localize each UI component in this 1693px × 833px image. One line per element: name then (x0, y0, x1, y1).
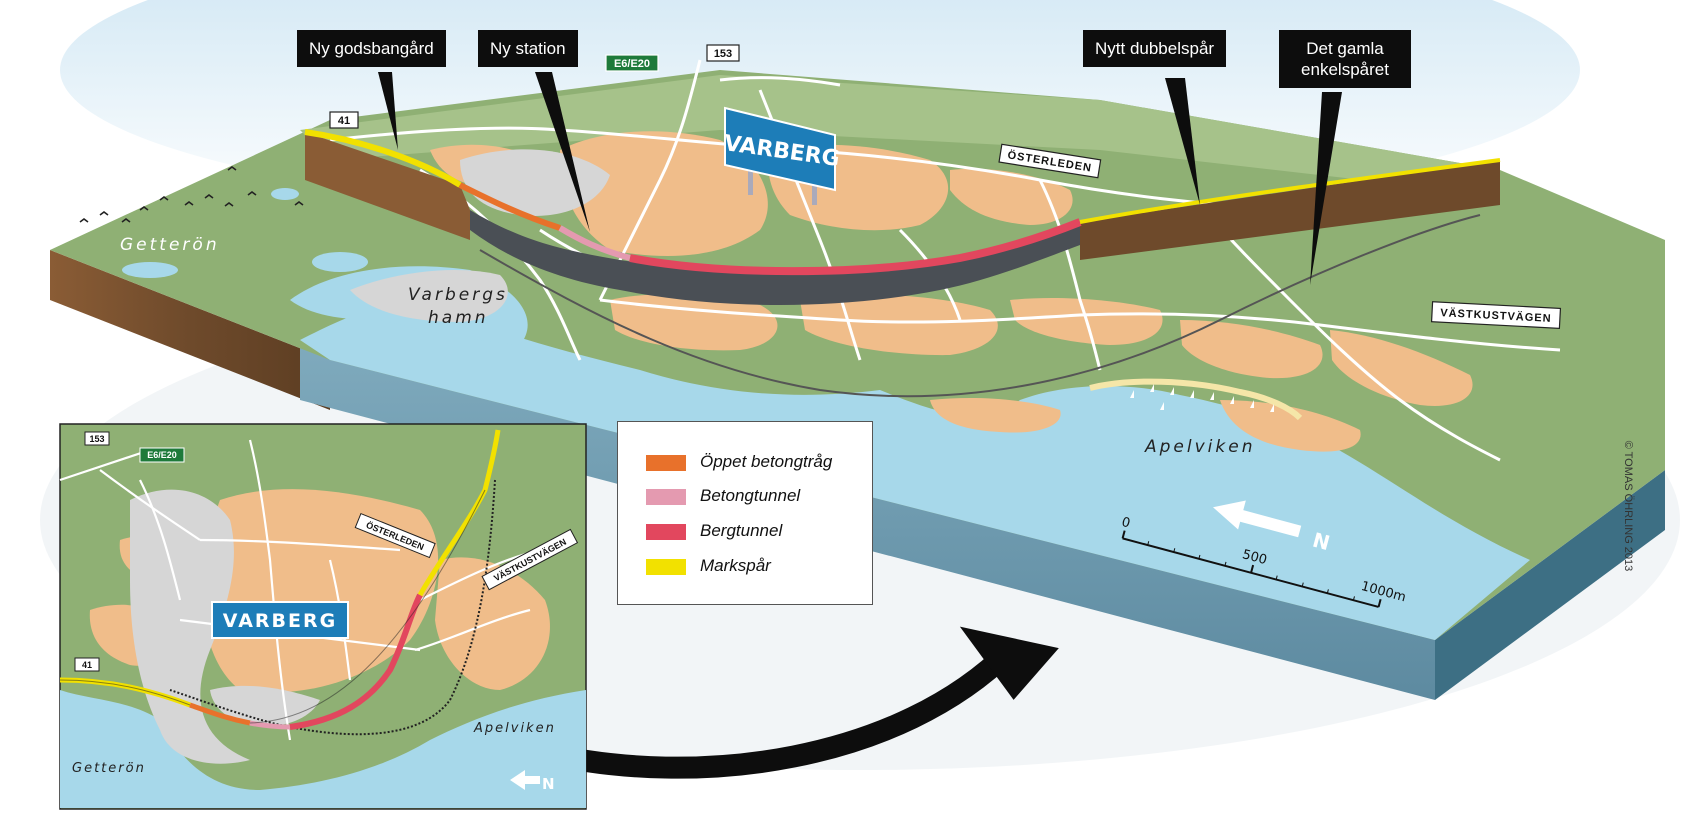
svg-text:41: 41 (82, 660, 92, 670)
legend-label: Öppet betongtråg (700, 452, 833, 471)
inset-label-apelviken: Apelviken (473, 721, 556, 736)
svg-text:153: 153 (714, 48, 732, 60)
inset-sign-41: 41 (74, 657, 100, 672)
inset-sign-153: 153 (84, 431, 110, 446)
legend: Öppet betongtråg Betongtunnel Bergtunnel… (617, 421, 873, 605)
inset-north-arrow: N (510, 770, 555, 793)
sign-vastkustvagen: VÄSTKUSTVÄGEN (1430, 301, 1562, 330)
sign-153: 153 (706, 44, 740, 62)
label-varbergs: Varbergs (408, 285, 508, 305)
callout-enkelsparet: Det gamla enkelspåret (1279, 30, 1411, 88)
svg-text:41: 41 (338, 115, 350, 127)
birds (79, 166, 304, 223)
svg-text:N: N (1310, 528, 1332, 556)
sailboats (1130, 384, 1274, 412)
soil-face-left (50, 250, 330, 410)
varberg-billboard: VARBERG (722, 106, 841, 205)
soil-cut-west (305, 132, 470, 240)
legend-label: Markspår (700, 556, 771, 575)
callout-godsbangard: Ny godsbangård (297, 30, 446, 67)
track-markspar-west (304, 129, 462, 188)
inset-city-sign: VARBERG (211, 601, 349, 639)
sea-face-right (1435, 470, 1665, 700)
pointer-dubbelspar (1165, 78, 1200, 205)
svg-text:E6/E20: E6/E20 (614, 58, 650, 70)
soil-cut-east (1080, 160, 1500, 260)
pointer-station (535, 72, 590, 232)
legend-label: Betongtunnel (700, 486, 801, 505)
legend-swatch (646, 524, 686, 540)
north-arrow: N (1212, 500, 1332, 556)
old-single-track (479, 214, 1481, 398)
sign-41: 41 (329, 111, 359, 129)
tunnel-section (470, 210, 1080, 305)
copyright: © TOMAS ÖHRLING 2013 (1622, 440, 1634, 572)
curved-arrow (537, 642, 1018, 779)
track-markspar-east (1079, 158, 1501, 224)
pointer-godsbangard (378, 72, 398, 150)
track-betongtunnel (558, 225, 631, 261)
callout-dubbelspar: Nytt dubbelspår (1083, 30, 1227, 67)
label-hamn: hamn (428, 308, 489, 328)
legend-swatch (646, 455, 686, 471)
beach (1089, 378, 1303, 421)
svg-text:500: 500 (1241, 547, 1269, 568)
svg-text:VÄSTKUSTVÄGEN: VÄSTKUSTVÄGEN (1440, 306, 1552, 325)
svg-text:VARBERG: VARBERG (223, 610, 337, 632)
track-bergtunnel (629, 218, 1082, 276)
inset-sign-e6: E6/E20 (139, 447, 185, 463)
svg-text:0: 0 (1120, 515, 1132, 532)
sign-e6: E6/E20 (605, 54, 659, 72)
label-apelviken: Apelviken (1144, 437, 1255, 457)
urban-areas (430, 131, 1473, 452)
callout-station: Ny station (478, 30, 578, 67)
svg-text:E6/E20: E6/E20 (147, 450, 177, 460)
legend-swatch (646, 559, 686, 575)
svg-text:153: 153 (89, 434, 104, 444)
pointer-enkelsparet (1310, 92, 1342, 285)
sea-surface (300, 300, 1530, 640)
legend-label: Bergtunnel (700, 521, 783, 540)
label-getteron: Getterön (120, 235, 220, 255)
inset-label-getteron: Getterön (72, 761, 146, 776)
legend-swatch (646, 489, 686, 505)
track-oppet-betongtrag (458, 182, 561, 231)
svg-text:N: N (542, 775, 555, 793)
